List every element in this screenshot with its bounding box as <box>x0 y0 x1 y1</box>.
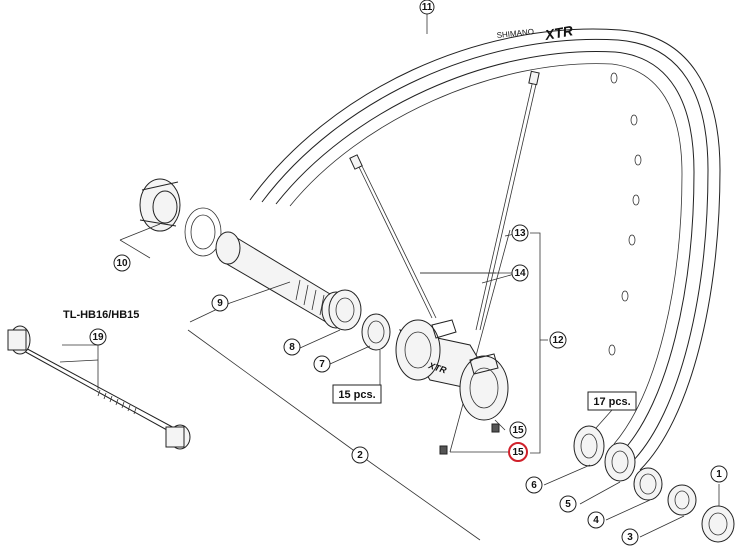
quantity-box-15: 15 pcs. <box>332 384 382 404</box>
svg-text:2: 2 <box>357 450 363 461</box>
svg-text:11: 11 <box>422 2 433 13</box>
locknut-assembly <box>139 178 222 257</box>
callout-19: 19 <box>89 328 107 346</box>
rim-model-text: XTR <box>543 22 575 43</box>
cone-and-bearing-left <box>328 289 391 351</box>
callout-13: 13 <box>511 224 529 242</box>
callout-10: 10 <box>113 254 131 272</box>
cone-and-bearing-right <box>573 425 735 543</box>
svg-text:10: 10 <box>116 258 128 269</box>
callout-12: 12 <box>549 331 567 349</box>
callout-11: 11 <box>419 0 435 15</box>
spoke-nipple-b <box>491 423 500 433</box>
quantity-box-17: 17 pcs. <box>587 391 637 429</box>
svg-text:3: 3 <box>627 532 633 543</box>
callout-15-upper: 15 <box>509 421 527 439</box>
svg-text:4: 4 <box>593 515 599 526</box>
callout-8: 8 <box>283 338 301 356</box>
rim: SHIMANO XTR <box>249 22 721 471</box>
callout-3: 3 <box>621 528 639 546</box>
hub-body: XTR <box>395 319 509 455</box>
svg-text:17 pcs.: 17 pcs. <box>593 396 630 408</box>
spoke-nipple <box>439 445 448 455</box>
svg-text:13: 13 <box>514 228 526 239</box>
callout-1: 1 <box>710 465 728 483</box>
callout-7: 7 <box>313 355 331 373</box>
svg-text:7: 7 <box>319 359 325 370</box>
callout-5: 5 <box>559 495 577 513</box>
svg-text:15: 15 <box>512 447 524 458</box>
svg-text:5: 5 <box>565 499 571 510</box>
callout-9: 9 <box>211 294 229 312</box>
svg-text:19: 19 <box>92 332 104 343</box>
svg-text:9: 9 <box>217 298 223 309</box>
tool-label: TL-HB16/HB15 <box>63 309 139 321</box>
svg-text:8: 8 <box>289 342 295 353</box>
svg-text:6: 6 <box>531 480 537 491</box>
callout-6: 6 <box>525 476 543 494</box>
callout-15-highlighted: 15 <box>508 442 528 462</box>
callout-2: 2 <box>351 446 369 464</box>
svg-text:15 pcs.: 15 pcs. <box>338 389 375 401</box>
svg-text:1: 1 <box>716 469 722 480</box>
svg-text:14: 14 <box>514 268 526 279</box>
callout-4: 4 <box>587 511 605 529</box>
callout-14: 14 <box>511 264 529 282</box>
spokes <box>349 70 540 453</box>
svg-text:12: 12 <box>552 335 564 346</box>
quick-release-tool <box>7 325 191 450</box>
svg-text:15: 15 <box>512 425 524 436</box>
rim-spoke-holes <box>608 72 642 356</box>
rim-maker-text: SHIMANO <box>496 27 534 40</box>
leader-lines <box>59 14 720 541</box>
